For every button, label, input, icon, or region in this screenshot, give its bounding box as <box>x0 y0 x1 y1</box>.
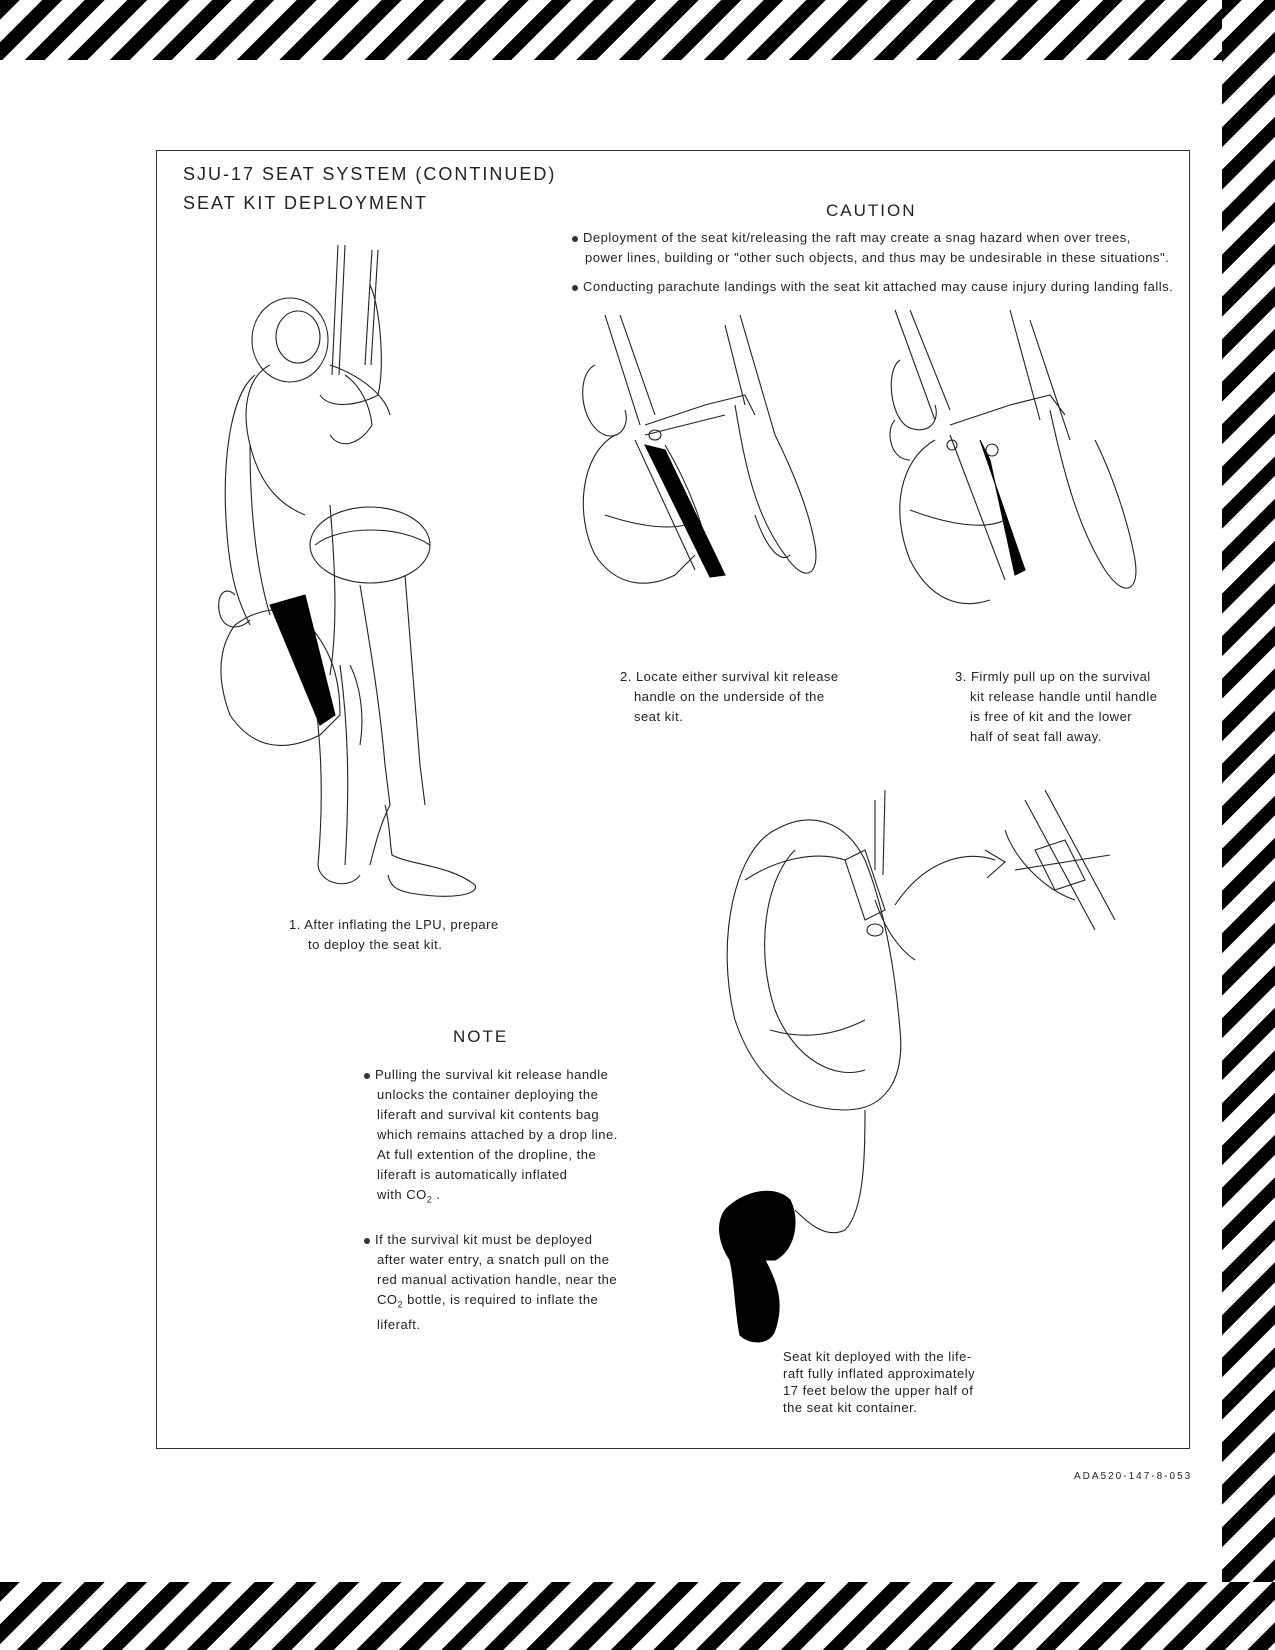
step-1-caption: 1. After inflating the LPU, prepare to d… <box>289 917 499 952</box>
hazard-stripes-top <box>0 0 1275 60</box>
figure-deployed-raft <box>719 789 1116 1343</box>
bullet-icon <box>364 1237 370 1244</box>
note-item-1: Pulling the survival kit release handle … <box>364 1065 618 1210</box>
hazard-stripes-right <box>1222 0 1275 1650</box>
bullet-icon <box>364 1072 370 1079</box>
figure-pull-release-handle <box>889 309 1137 605</box>
hazard-stripes-bottom <box>0 1582 1275 1650</box>
step-3-caption: 3. Firmly pull up on the survival kit re… <box>955 669 1158 744</box>
raft-caption: Seat kit deployed with the life- raft fu… <box>783 1349 976 1415</box>
figure-pilot-with-seat-kit <box>218 244 477 897</box>
bullet-icon <box>572 235 578 242</box>
caution-heading: CAUTION <box>826 201 917 220</box>
title-line-1: SJU-17 SEAT SYSTEM (CONTINUED) <box>183 164 557 184</box>
title-line-2: SEAT KIT DEPLOYMENT <box>183 193 429 213</box>
step-2-caption: 2. Locate either survival kit release ha… <box>620 669 839 724</box>
note-item-2: If the survival kit must be deployed aft… <box>364 1230 617 1335</box>
figure-locate-release-handle <box>582 314 817 584</box>
caution-item-1: Deployment of the seat kit/releasing the… <box>572 228 1169 268</box>
page-title: SJU-17 SEAT SYSTEM (CONTINUED) SEAT KIT … <box>183 160 556 218</box>
note-heading: NOTE <box>453 1027 509 1046</box>
figure-id: ADA520-147-8-053 <box>1074 1471 1193 1482</box>
caution-item-2: Conducting parachute landings with the s… <box>572 277 1173 297</box>
content-panel <box>156 150 1190 1449</box>
bullet-icon <box>572 284 578 291</box>
